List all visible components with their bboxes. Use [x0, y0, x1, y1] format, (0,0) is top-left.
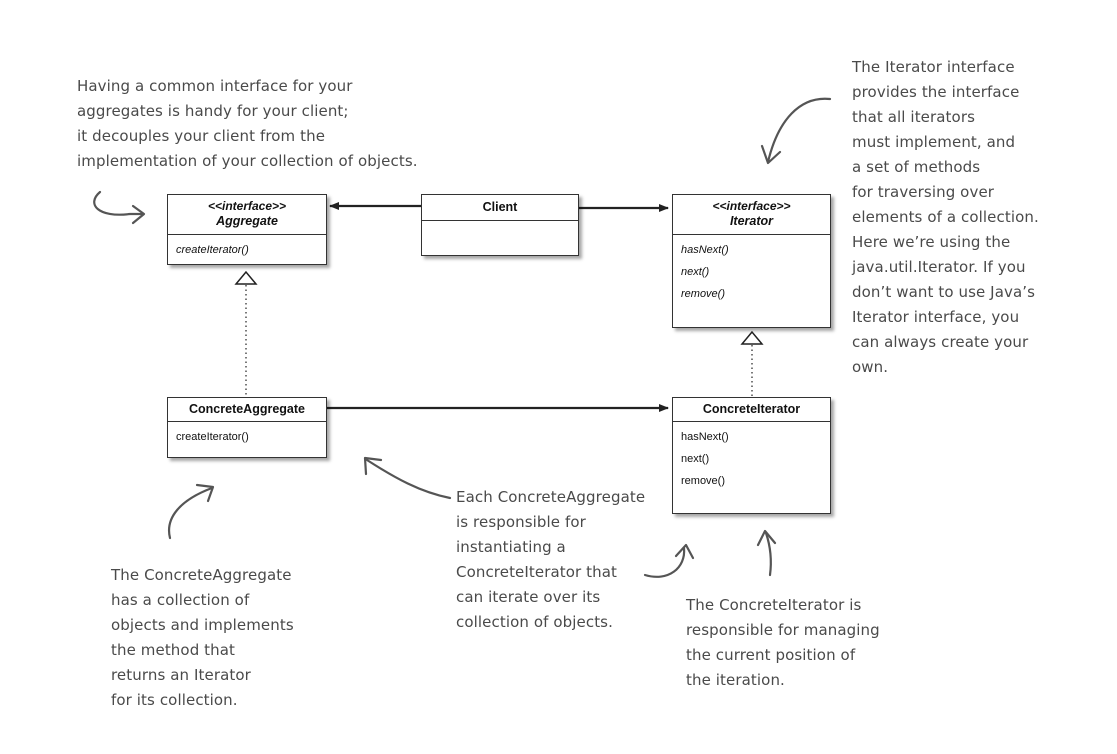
note-line: Here we’re using the — [852, 233, 1011, 251]
iterator-interface-box: <<interface>> Iterator hasNext() next() … — [672, 194, 831, 328]
note-line: java.util.Iterator. If you — [852, 258, 1026, 276]
note-line: that all iterators — [852, 108, 976, 126]
note-line: must implement, and — [852, 133, 1016, 151]
note-line: can always create your — [852, 333, 1029, 351]
concrete-iterator-methods: hasNext() next() remove() — [673, 422, 830, 492]
note-line: instantiating a — [456, 538, 566, 556]
concrete-iterator-header: ConcreteIterator — [673, 398, 830, 422]
aggregate-header: <<interface>> Aggregate — [168, 195, 326, 235]
aggregate-stereotype: <<interface>> — [207, 199, 287, 213]
note-line: own. — [852, 358, 889, 376]
note-line: the method that — [111, 641, 236, 659]
note-line: don’t want to use Java’s — [852, 283, 1036, 301]
iterator-header: <<interface>> Iterator — [673, 195, 830, 235]
note-line: is responsible for — [456, 513, 586, 531]
each-concrete-aggregate-note-arrow-to-aggregate — [363, 456, 452, 500]
note-line: has a collection of — [111, 591, 250, 609]
note-line: a set of methods — [852, 158, 981, 176]
note-line: responsible for managing — [686, 621, 880, 639]
aggregate-method: createIterator() — [176, 244, 249, 256]
note-line: it decouples your client from the — [77, 127, 326, 145]
concrete-aggregate-method: createIterator() — [176, 431, 249, 443]
concrete-iterator-class-box: ConcreteIterator hasNext() next() remove… — [672, 397, 831, 514]
note-line: for traversing over — [852, 183, 995, 201]
client-name: Client — [482, 200, 518, 214]
aggregate-note-pointer-arrow — [93, 190, 146, 225]
concrete-aggregate-methods: createIterator() — [168, 422, 326, 448]
note-line: collection of objects. — [456, 613, 613, 631]
note-line: aggregates is handy for your client; — [77, 102, 349, 120]
client-header: Client — [422, 195, 578, 221]
aggregate-note: Having a common interface for your aggre… — [77, 74, 418, 174]
concrete-aggregate-header: ConcreteAggregate — [168, 398, 326, 422]
each-concrete-aggregate-note-arrow-to-iterator — [643, 543, 695, 578]
note-line: returns an Iterator — [111, 666, 251, 684]
each-concrete-aggregate-note: Each ConcreteAggregate is responsible fo… — [456, 485, 645, 635]
note-line: objects and implements — [111, 616, 294, 634]
concrete-aggregate-name: ConcreteAggregate — [189, 402, 305, 416]
aggregate-interface-box: <<interface>> Aggregate createIterator() — [167, 194, 327, 265]
note-line: the current position of — [686, 646, 856, 664]
iterator-method-next: next() — [681, 266, 710, 278]
iterator-name: Iterator — [729, 214, 774, 228]
aggregate-realization-triangle — [234, 270, 258, 285]
iterator-stereotype: <<interface>> — [712, 199, 791, 213]
note-line: The ConcreteAggregate — [111, 566, 292, 584]
note-line: implementation of your collection of obj… — [77, 152, 418, 170]
aggregate-name: Aggregate — [216, 214, 278, 228]
note-line: The Iterator interface — [852, 58, 1015, 76]
concrete-iterator-note: The ConcreteIterator is responsible for … — [686, 593, 880, 693]
note-line: elements of a collection. — [852, 208, 1039, 226]
iterator-method-hasnext: hasNext() — [681, 244, 729, 256]
note-line: the iteration. — [686, 671, 785, 689]
concrete-iterator-method-remove: remove() — [681, 475, 726, 487]
note-line: for its collection. — [111, 691, 238, 709]
note-line: Iterator interface, you — [852, 308, 1020, 326]
note-line: Having a common interface for your — [77, 77, 353, 95]
note-line: ConcreteIterator that — [456, 563, 618, 581]
concrete-aggregate-class-box: ConcreteAggregate createIterator() — [167, 397, 327, 458]
concrete-iterator-method-next: next() — [681, 453, 710, 465]
concrete-aggregate-note: The ConcreteAggregate has a collection o… — [111, 563, 294, 713]
note-line: The ConcreteIterator is — [686, 596, 862, 614]
iterator-note-pointer-arrow — [760, 97, 832, 165]
note-line: Each ConcreteAggregate — [456, 488, 646, 506]
iterator-realization-triangle — [740, 330, 764, 345]
iterator-method-remove: remove() — [681, 288, 726, 300]
concrete-iterator-note-pointer-arrow — [756, 529, 777, 577]
client-class-box: Client — [421, 194, 579, 256]
iterator-methods: hasNext() next() remove() — [673, 235, 830, 305]
aggregate-methods: createIterator() — [168, 235, 326, 261]
iterator-note: The Iterator interface provides the inte… — [852, 55, 1039, 380]
note-line: can iterate over its — [456, 588, 601, 606]
concrete-aggregate-note-pointer-arrow — [167, 483, 215, 540]
concrete-iterator-name: ConcreteIterator — [702, 402, 801, 416]
note-line: provides the interface — [852, 83, 1020, 101]
concrete-iterator-method-hasnext: hasNext() — [681, 431, 729, 443]
